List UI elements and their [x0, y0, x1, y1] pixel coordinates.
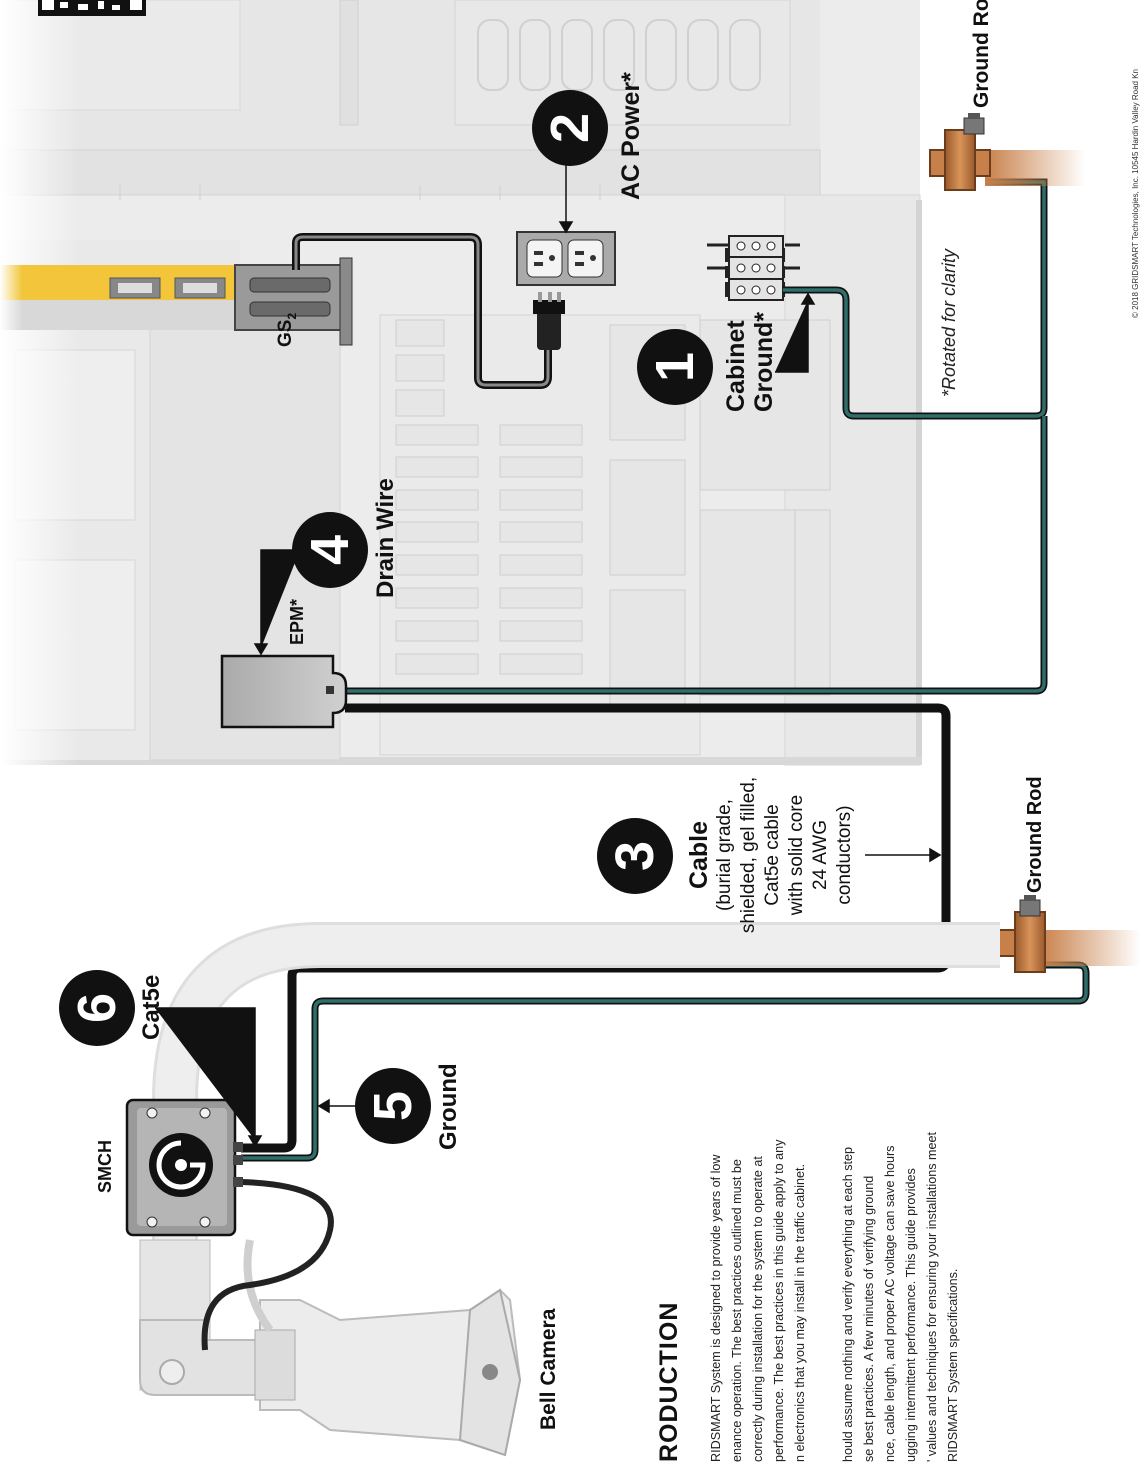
cable-desc-line-4: with solid core: [785, 770, 809, 940]
intro-p1-line-2: enance operation. The best practices out…: [727, 1140, 748, 1462]
copyright-text: © 2018 GRIDSMART Technologies, Inc. 1054…: [1131, 69, 1140, 318]
intro-p1-line-1: RIDSMART System is designed to provide y…: [706, 1140, 727, 1462]
intro-p2-line-5: ' values and techniques for ensuring you…: [922, 1132, 943, 1462]
intro-heading: RODUCTION: [655, 1302, 684, 1462]
ground-rod-top: [930, 113, 1085, 190]
intro-p1-line-3: correctly during installation for the sy…: [748, 1140, 769, 1462]
gs2-subscript: 2: [285, 313, 299, 320]
cable-desc-line-6: conductors): [833, 770, 857, 940]
intro-p2-line-3: nce, cable length, and proper AC voltage…: [880, 1132, 901, 1462]
ground-rod-bottom-label: Ground Rod: [1024, 776, 1047, 893]
step-1-badge: 1: [637, 329, 713, 405]
power-plug: [533, 292, 565, 350]
camera-mount: [140, 1240, 260, 1395]
ground-label: Ground: [435, 1063, 463, 1150]
drain-wire-label: Drain Wire: [372, 478, 400, 598]
intro-p2-line-1: hould assume nothing and verify everythi…: [838, 1132, 859, 1462]
cable-desc-line-5: 24 AWG: [809, 770, 833, 940]
step-4-badge: 4: [292, 512, 368, 588]
step-2-badge: 2: [532, 90, 608, 166]
qr-code: [38, 0, 146, 16]
cabinet-ground-line-1: Cabinet: [722, 312, 750, 412]
cable-desc-line-2: shielded, gel filled,: [737, 770, 761, 940]
step-5-badge: 5: [355, 1068, 431, 1144]
step-6-badge: 6: [59, 970, 135, 1046]
ac-outlet: [517, 232, 615, 285]
intro-p2-line-6: RIDSMART System specifications.: [943, 1132, 964, 1462]
intro-p1-line-4: performance. The best practices in this …: [769, 1140, 790, 1462]
rotated-for-clarity-note: *Rotated for clarity: [939, 249, 960, 397]
ground-rod-top-label: Ground Rod: [970, 0, 994, 108]
intro-paragraph-1: RIDSMART System is designed to provide y…: [706, 1140, 811, 1462]
cabinet-ground-line-2: Ground*: [750, 312, 778, 412]
cable-desc-line-1: (burial grade,: [713, 770, 737, 940]
ac-power-label: AC Power*: [617, 72, 646, 200]
epm-box: [222, 656, 346, 727]
gs2-label: GS2: [275, 313, 299, 347]
smch-box: [127, 1100, 243, 1235]
intro-p2-line-2: se best practices. A few minutes of veri…: [859, 1132, 880, 1462]
gs2-label-text: GS: [275, 320, 296, 347]
traffic-cabinet: [0, 0, 922, 765]
intro-p2-line-4: ugging intermittent performance. This gu…: [901, 1132, 922, 1462]
epm-label: EPM*: [287, 599, 308, 645]
cable-description: Cable (burial grade, shielded, gel fille…: [685, 770, 857, 940]
bell-camera-label: Bell Camera: [537, 1309, 561, 1430]
cable-title: Cable: [685, 770, 713, 940]
step-3-badge: 3: [597, 818, 673, 894]
cabinet-ground-label: Cabinet Ground*: [722, 312, 778, 412]
ground-rod-bottom: [980, 895, 1140, 972]
cat5e-label: Cat5e: [138, 975, 166, 1040]
smch-label: SMCH: [95, 1140, 116, 1193]
cable-desc-line-3: Cat5e cable: [761, 770, 785, 940]
intro-paragraph-2: hould assume nothing and verify everythi…: [838, 1132, 964, 1462]
intro-p1-line-5: n electronics that you may install in th…: [790, 1140, 811, 1462]
